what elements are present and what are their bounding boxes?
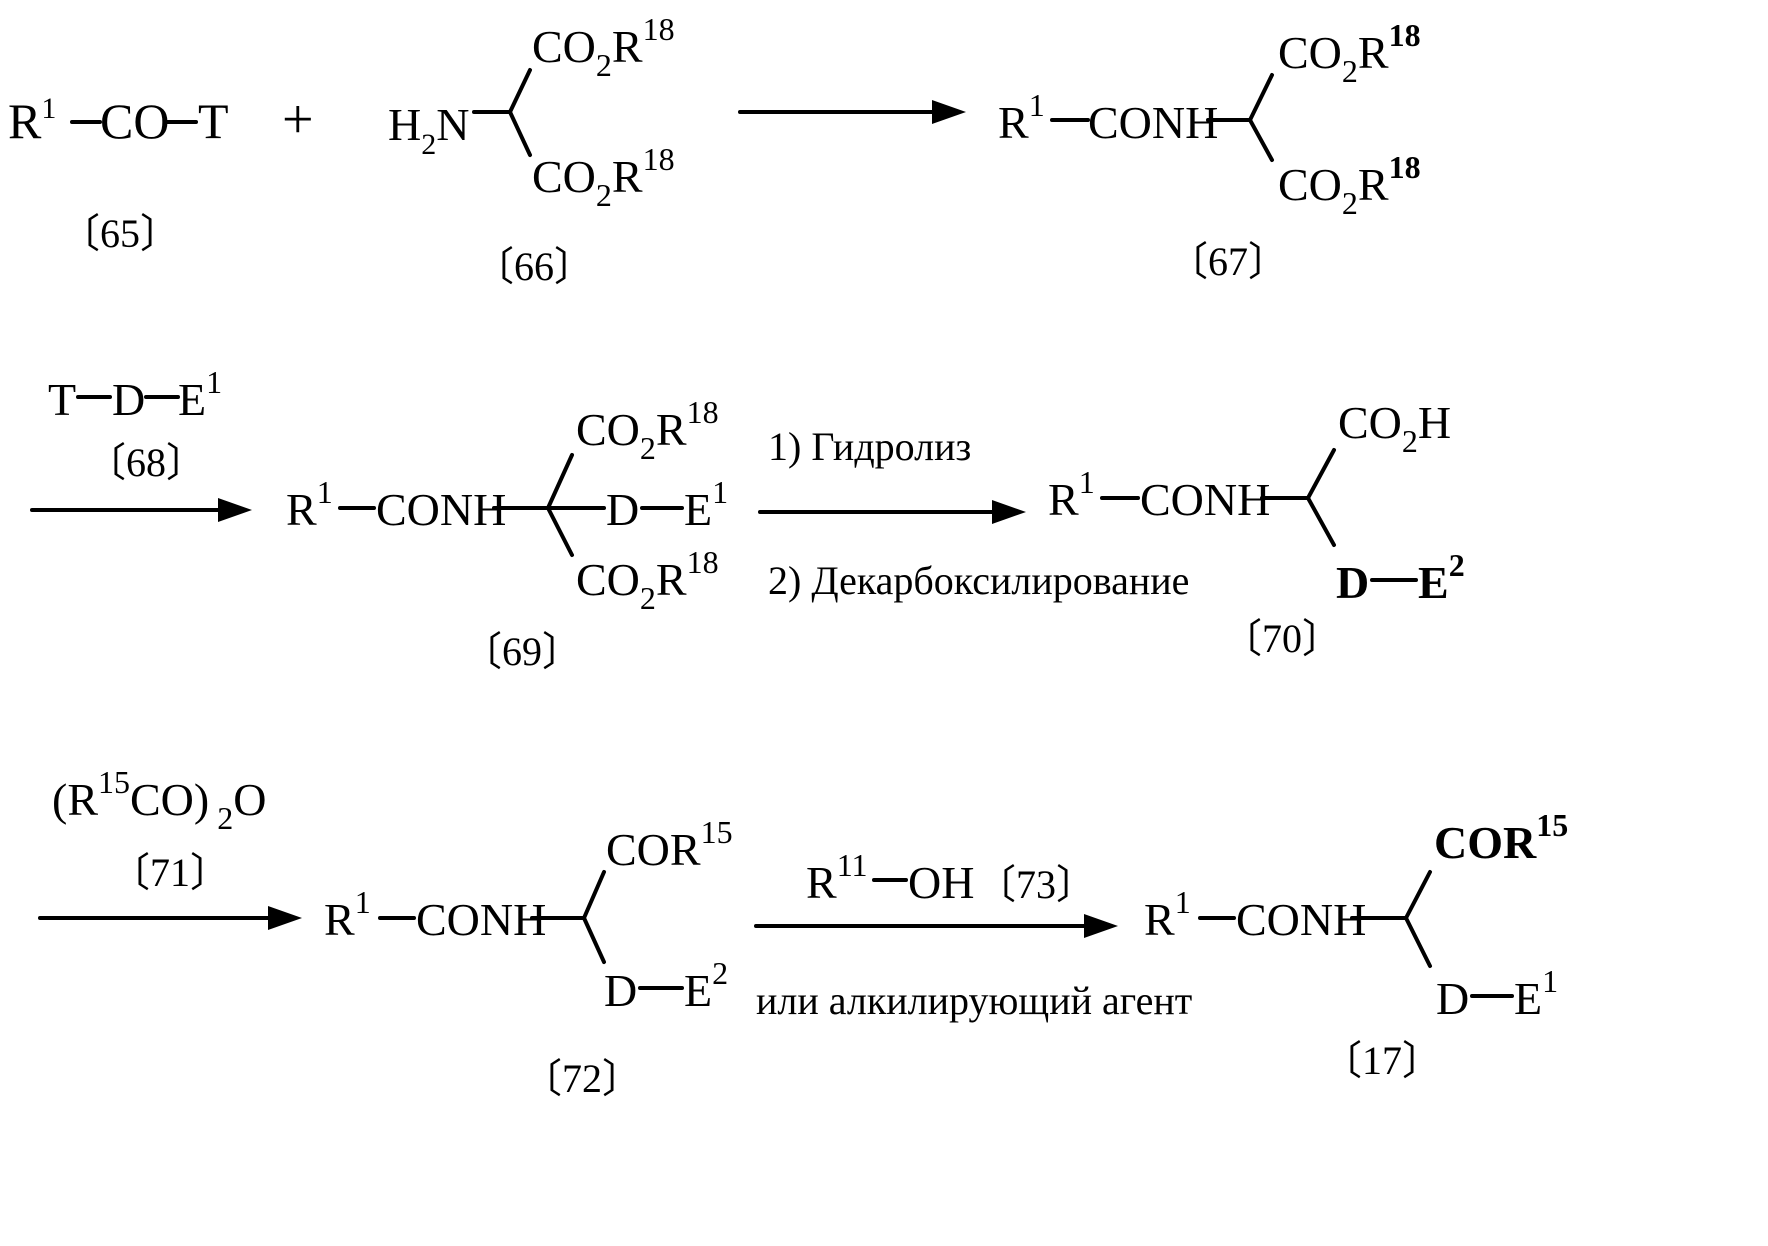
compound-number-66: 〔66〕	[474, 244, 594, 289]
compound-number-73: 〔73〕	[976, 862, 1096, 907]
svg-text:H2N: H2N	[388, 99, 469, 161]
svg-text:E2: E2	[1418, 547, 1465, 608]
svg-text:E1: E1	[684, 474, 728, 535]
svg-text:R1: R1	[324, 884, 371, 945]
compound-65: R1 CO T 〔65〕	[8, 92, 229, 256]
svg-text:CONH: CONH	[416, 894, 546, 945]
compound-67: R1 CONH CO2R18 CO2R18 〔67〕	[998, 17, 1421, 284]
svg-text:R1: R1	[1048, 464, 1095, 525]
svg-text:CO2R18: CO2R18	[576, 394, 719, 466]
compound-17: R1 CONH COR15 D E1 〔17〕	[1144, 807, 1568, 1083]
condition-hydrolysis: 1) Гидролиз	[768, 424, 971, 469]
svg-text:T: T	[48, 374, 76, 425]
svg-text:(R15CO)2O: (R15CO)2O	[52, 764, 266, 836]
reagent-68: T D E1 〔68〕	[48, 364, 222, 485]
svg-text:D: D	[1436, 973, 1469, 1024]
svg-text:CONH: CONH	[1088, 97, 1218, 148]
reaction-arrow-1	[740, 100, 966, 124]
svg-text:E1: E1	[178, 364, 222, 425]
svg-text:COR15: COR15	[606, 814, 733, 875]
svg-text:CONH: CONH	[1236, 894, 1366, 945]
reaction-arrow-4	[40, 906, 302, 930]
svg-text:CO2R18: CO2R18	[532, 11, 675, 83]
plus-sign: +	[282, 89, 314, 151]
svg-text:CONH: CONH	[1140, 474, 1270, 525]
svg-text:R1: R1	[286, 474, 333, 535]
reaction-arrow-5	[756, 914, 1118, 938]
svg-text:CO2R18: CO2R18	[1278, 149, 1421, 221]
svg-text:CO2H: CO2H	[1338, 397, 1451, 459]
condition-decarboxylation: 2) Декарбоксилирование	[768, 558, 1189, 603]
svg-text:OH: OH	[908, 857, 974, 908]
svg-text:CO2R18: CO2R18	[576, 544, 719, 616]
svg-text:R1: R1	[1144, 884, 1191, 945]
svg-text:COR15: COR15	[1434, 807, 1568, 868]
condition-alkylating-agent: или алкилирующий агент	[756, 978, 1192, 1023]
compound-72: R1 CONH COR15 D E2 〔72〕	[324, 814, 733, 1101]
compound-number-69: 〔69〕	[462, 629, 582, 674]
svg-text:D: D	[604, 965, 637, 1016]
compound-number-70: 〔70〕	[1222, 616, 1342, 661]
compound-66: H2N CO2R18 CO2R18 〔66〕	[388, 11, 675, 289]
reaction-arrow-2	[32, 498, 252, 522]
reagent-73: R11 OH 〔73〕	[806, 847, 1096, 908]
svg-text:D: D	[112, 374, 145, 425]
compound-number-71: 〔71〕	[110, 850, 230, 895]
compound-number-67: 〔67〕	[1168, 239, 1288, 284]
compound-number-65: 〔65〕	[60, 211, 180, 256]
compound-number-72: 〔72〕	[522, 1056, 642, 1101]
reaction-arrow-3	[760, 500, 1026, 524]
svg-text:R1: R1	[998, 87, 1045, 148]
compound-70: R1 CONH CO2H D E2 〔70〕	[1048, 397, 1465, 661]
svg-text:E1: E1	[1514, 963, 1558, 1024]
svg-text:R1: R1	[8, 92, 56, 149]
svg-text:E2: E2	[684, 955, 728, 1016]
svg-text:D: D	[606, 484, 639, 535]
reagent-71: (R15CO)2O 〔71〕	[52, 764, 266, 895]
svg-text:CO2R18: CO2R18	[1278, 17, 1421, 89]
svg-text:CO: CO	[100, 93, 169, 149]
svg-text:R11: R11	[806, 847, 868, 908]
compound-69: R1 CONH D E1 CO2R18 CO2R18 〔69〕	[286, 394, 728, 674]
compound-number-68: 〔68〕	[86, 440, 206, 485]
svg-text:CONH: CONH	[376, 484, 506, 535]
svg-text:CO2R18: CO2R18	[532, 141, 675, 213]
svg-text:T: T	[198, 93, 229, 149]
svg-text:D: D	[1336, 557, 1369, 608]
compound-number-17: 〔17〕	[1322, 1038, 1442, 1083]
